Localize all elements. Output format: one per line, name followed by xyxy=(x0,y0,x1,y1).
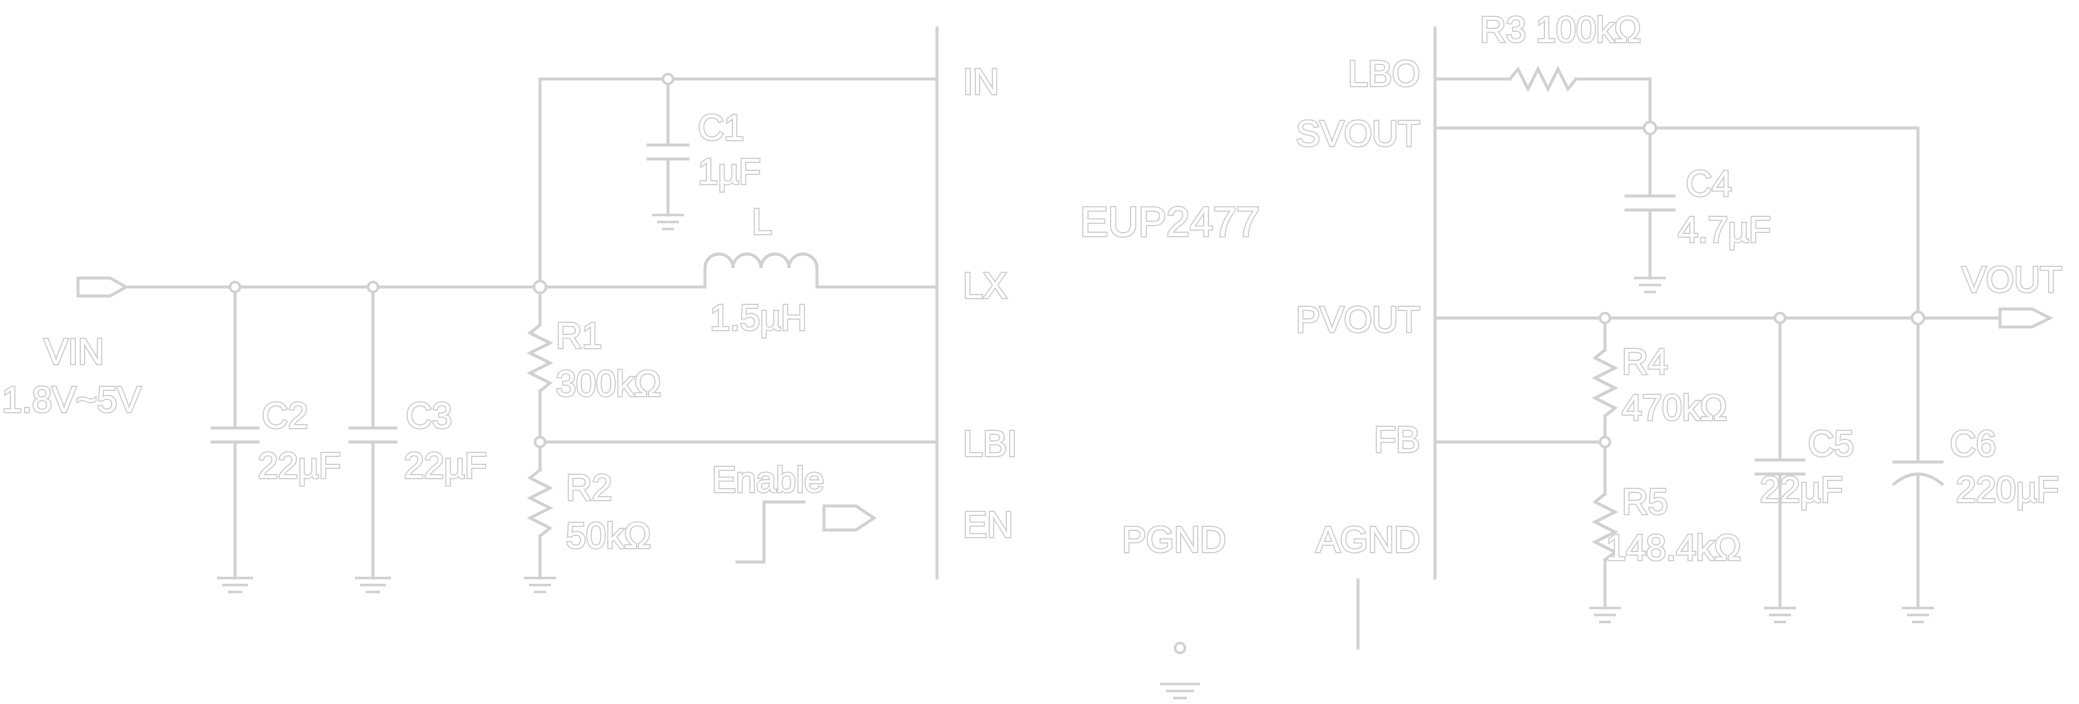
pin-label-lbi: LBI xyxy=(963,423,1017,464)
enable-label: Enable xyxy=(712,459,824,500)
enable-signal xyxy=(735,500,877,564)
r2-value: 50kΩ xyxy=(566,515,651,556)
c4-capacitor xyxy=(1624,126,1676,294)
r4-resistor xyxy=(1591,316,1619,444)
vin-label: VIN xyxy=(44,331,104,372)
c2-ref: C2 xyxy=(262,395,308,436)
r1-ref: R1 xyxy=(556,315,602,356)
pin-label-en: EN xyxy=(963,504,1013,545)
pin-label-pgnd: PGND xyxy=(1122,519,1226,560)
r3-resistor xyxy=(1433,65,1652,130)
vout-port-arrow xyxy=(1998,307,2054,329)
c3-ref: C3 xyxy=(406,395,452,436)
c2-value: 22µF xyxy=(258,445,341,486)
chip-name: EUP2477 xyxy=(1080,198,1260,245)
c1-capacitor xyxy=(646,77,690,231)
junction-dots-right xyxy=(1598,120,1926,449)
l-inductor xyxy=(538,252,939,289)
pin-label-lbo: LBO xyxy=(1348,53,1420,94)
r2-resistor xyxy=(524,440,556,594)
pin-label-in: IN xyxy=(963,61,999,102)
r4-value: 470kΩ xyxy=(1622,387,1727,428)
pin-label-pvout: PVOUT xyxy=(1296,299,1420,340)
c5-value: 22µF xyxy=(1760,469,1843,510)
pin-label-fb: FB xyxy=(1374,419,1420,460)
l-value: 1.5µH xyxy=(710,297,807,338)
r3-label: R3 100kΩ xyxy=(1480,9,1641,50)
pgnd-ground xyxy=(1160,578,1360,700)
r5-value: 148.4kΩ xyxy=(1606,527,1741,568)
c4-ref: C4 xyxy=(1686,163,1732,204)
vout-label: VOUT xyxy=(1962,259,2062,300)
c3-capacitor xyxy=(348,285,398,594)
pin-label-lx: LX xyxy=(963,265,1007,306)
pin-label-svout: SVOUT xyxy=(1296,113,1420,154)
c5-capacitor xyxy=(1754,316,1806,624)
r5-resistor xyxy=(1589,440,1621,624)
c1-value: 1µF xyxy=(698,151,761,192)
l-ref: L xyxy=(752,201,772,242)
c1-ref: C1 xyxy=(698,107,744,148)
pin-label-agnd: AGND xyxy=(1316,519,1420,560)
r1-value: 300kΩ xyxy=(556,363,661,404)
c3-value: 22µF xyxy=(404,445,487,486)
c6-capacitor xyxy=(1891,316,1945,624)
c4-value: 4.7µF xyxy=(1678,209,1771,250)
r4-ref: R4 xyxy=(1622,341,1668,382)
r2-ref: R2 xyxy=(566,467,612,508)
vin-range-label: 1.8V~5V xyxy=(2,379,141,420)
r5-ref: R5 xyxy=(1622,481,1668,522)
c6-value: 220µF xyxy=(1956,469,2059,510)
junction-dots-left xyxy=(228,72,675,449)
r1-resistor xyxy=(526,285,554,444)
c6-ref: C6 xyxy=(1950,423,1996,464)
vin-port-arrow xyxy=(76,276,130,298)
c2-capacitor xyxy=(210,285,260,594)
c5-ref: C5 xyxy=(1808,423,1854,464)
